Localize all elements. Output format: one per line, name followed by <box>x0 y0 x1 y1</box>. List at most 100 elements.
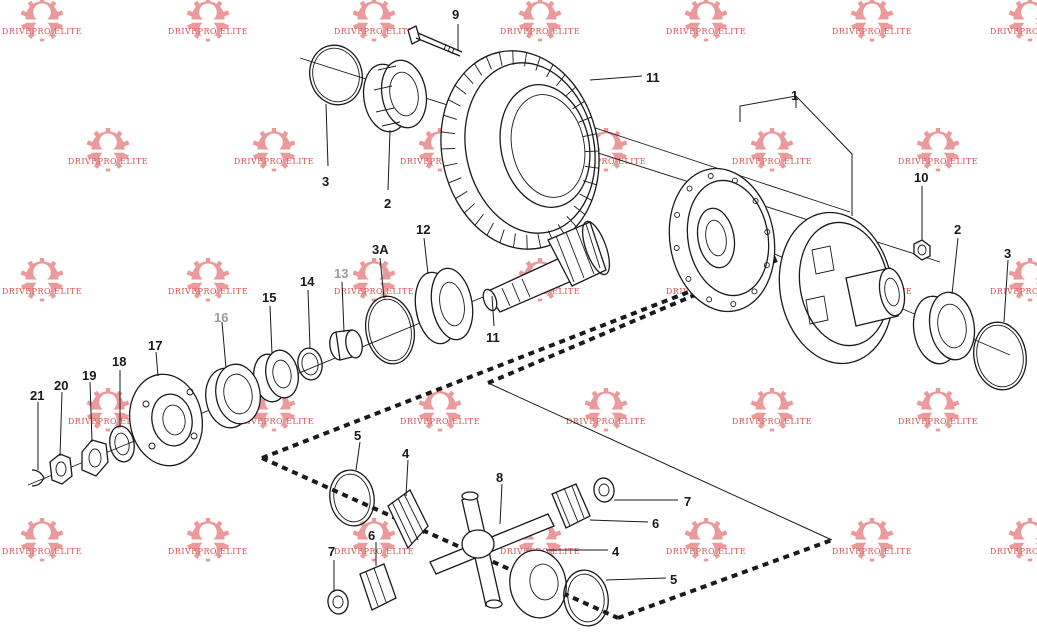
part-3A-shim-ring <box>364 295 416 365</box>
ring-gear-tooth <box>583 180 597 186</box>
watermark-text: DRIVEPRO ELITE <box>732 417 812 426</box>
part-21-cotter-pin <box>31 469 45 487</box>
watermark-text: DRIVEPRO ELITE <box>990 27 1037 36</box>
ring-gear-tooth <box>447 99 461 107</box>
ring-gear-tooth <box>448 177 462 184</box>
watermark-text: DRIVEPRO ELITE <box>898 157 978 166</box>
watermark-text: DRIVEPRO ELITE <box>234 417 314 426</box>
watermark-text: DRIVEPRO ELITE <box>666 27 746 36</box>
watermark-text: DRIVEPRO ELITE <box>898 417 978 426</box>
ring-gear-tooth <box>572 100 585 110</box>
ring-gear-tooth <box>579 193 593 201</box>
part-9-bolt <box>407 25 463 57</box>
ring-gear-tooth <box>486 222 494 236</box>
callout-14: 14 <box>300 274 315 289</box>
leader-lines <box>37 24 1009 592</box>
ring-gear-tooth <box>546 64 554 78</box>
ring-gear-tooth <box>463 73 474 85</box>
callout-18: 18 <box>112 354 126 369</box>
callout-11-pinion: 11 <box>486 330 500 345</box>
watermark-text: DRIVEPRO ELITE <box>400 417 480 426</box>
ring-gear-tooth <box>474 213 484 226</box>
callout-3-top: 3 <box>322 174 329 189</box>
ring-gear-tooth <box>443 114 457 120</box>
callout-19: 19 <box>82 368 96 383</box>
callout-5-lower: 5 <box>670 572 677 587</box>
part-11-pinion-gear <box>482 220 611 313</box>
ring-gear-tooth <box>564 86 576 97</box>
part-17-companion-flange <box>129 373 203 467</box>
callout-4-upper: 4 <box>402 446 410 461</box>
case-bolt-hole <box>751 288 758 295</box>
part-5-side-thrust-washer-upper <box>329 469 375 527</box>
watermark-text: DRIVEPRO ELITE <box>566 157 646 166</box>
watermark-text: DRIVEPRO ELITE <box>2 287 82 296</box>
part-13-spacer <box>329 329 363 361</box>
callout-7-left: 7 <box>328 544 335 559</box>
case-bolt-hole <box>707 173 714 179</box>
watermark-text: DRIVEPRO ELITE <box>2 547 82 556</box>
callout-4-lower: 4 <box>612 544 620 559</box>
part-7-thrust-washer-left <box>327 589 349 615</box>
case-bolt-hole <box>685 275 692 282</box>
callout-11-ring-gear: 11 <box>646 70 660 85</box>
part-8-cross-shaft <box>429 491 555 609</box>
watermark-text: DRIVEPRO ELITE <box>732 157 812 166</box>
ring-gear-tooth <box>454 85 467 95</box>
part-3-snap-ring-right <box>973 321 1027 391</box>
watermark-text: DRIVEPRO ELITE <box>334 547 414 556</box>
callout-labels: 9 11 1 3 2 10 2 3 3A 12 14 13 15 16 11 1… <box>30 7 1011 587</box>
callout-9: 9 <box>452 7 459 22</box>
callout-17: 17 <box>148 338 162 353</box>
callout-10: 10 <box>914 170 928 185</box>
callout-13: 13 <box>334 266 348 281</box>
watermark-text: DRIVEPRO ELITE <box>168 287 248 296</box>
part-3-snap-ring-top <box>309 44 363 106</box>
watermark-text: DRIVEPRO ELITE <box>68 417 148 426</box>
assembly-outline <box>261 256 833 620</box>
watermark-text: DRIVEPRO ELITE <box>500 27 580 36</box>
callout-2-top: 2 <box>384 196 391 211</box>
ring-gear-tooth <box>582 133 597 138</box>
watermark-text: DRIVEPRO ELITE <box>566 417 646 426</box>
callout-3-right: 3 <box>1004 246 1011 261</box>
ring-gear-tooth <box>535 57 541 71</box>
part-19-lock-plate <box>81 439 109 477</box>
part-18-washer <box>109 425 135 463</box>
part-1-differential-case-right <box>778 211 906 365</box>
watermark-text: DRIVEPRO ELITE <box>832 547 912 556</box>
case-bolt-hole <box>673 245 680 251</box>
callout-8: 8 <box>496 470 503 485</box>
callout-12: 12 <box>416 222 430 237</box>
ring-gear-tooth <box>455 190 468 200</box>
callout-6-left: 6 <box>368 528 375 543</box>
watermark-text: DRIVEPRO ELITE <box>400 157 480 166</box>
callout-15: 15 <box>262 290 276 305</box>
ring-gear-tooth <box>556 74 566 87</box>
part-7-thrust-washer-right <box>593 477 615 503</box>
watermark-text: DRIVEPRO ELITE <box>990 547 1037 556</box>
part-10-nut <box>913 239 931 261</box>
part-20-flange-nut <box>49 453 73 485</box>
case-bolt-hole <box>674 211 681 218</box>
callout-2-right: 2 <box>954 222 961 237</box>
watermark-text: DRIVEPRO ELITE <box>234 157 314 166</box>
watermark-text: DRIVEPRO ELITE <box>334 287 414 296</box>
part-6-pinion-gear-right <box>551 483 591 529</box>
callout-20: 20 <box>54 378 68 393</box>
callout-1: 1 <box>791 88 798 103</box>
watermark-text: DRIVEPRO ELITE <box>168 27 248 36</box>
callout-21: 21 <box>30 388 44 403</box>
callout-6-right: 6 <box>652 516 659 531</box>
part-1-differential-case-left <box>668 167 776 313</box>
ring-gear-tooth <box>464 203 476 214</box>
watermark-text: DRIVEPRO ELITE <box>990 287 1037 296</box>
case-bolt-hole <box>686 185 693 192</box>
part-4-side-gear-lower <box>509 549 567 619</box>
ring-gear-tooth <box>498 52 503 66</box>
watermark-text: DRIVEPRO ELITE <box>666 547 746 556</box>
ring-gear-tooth <box>524 52 528 67</box>
part-12-pinion-bearing <box>414 267 474 345</box>
watermark-text: DRIVEPRO ELITE <box>2 27 82 36</box>
